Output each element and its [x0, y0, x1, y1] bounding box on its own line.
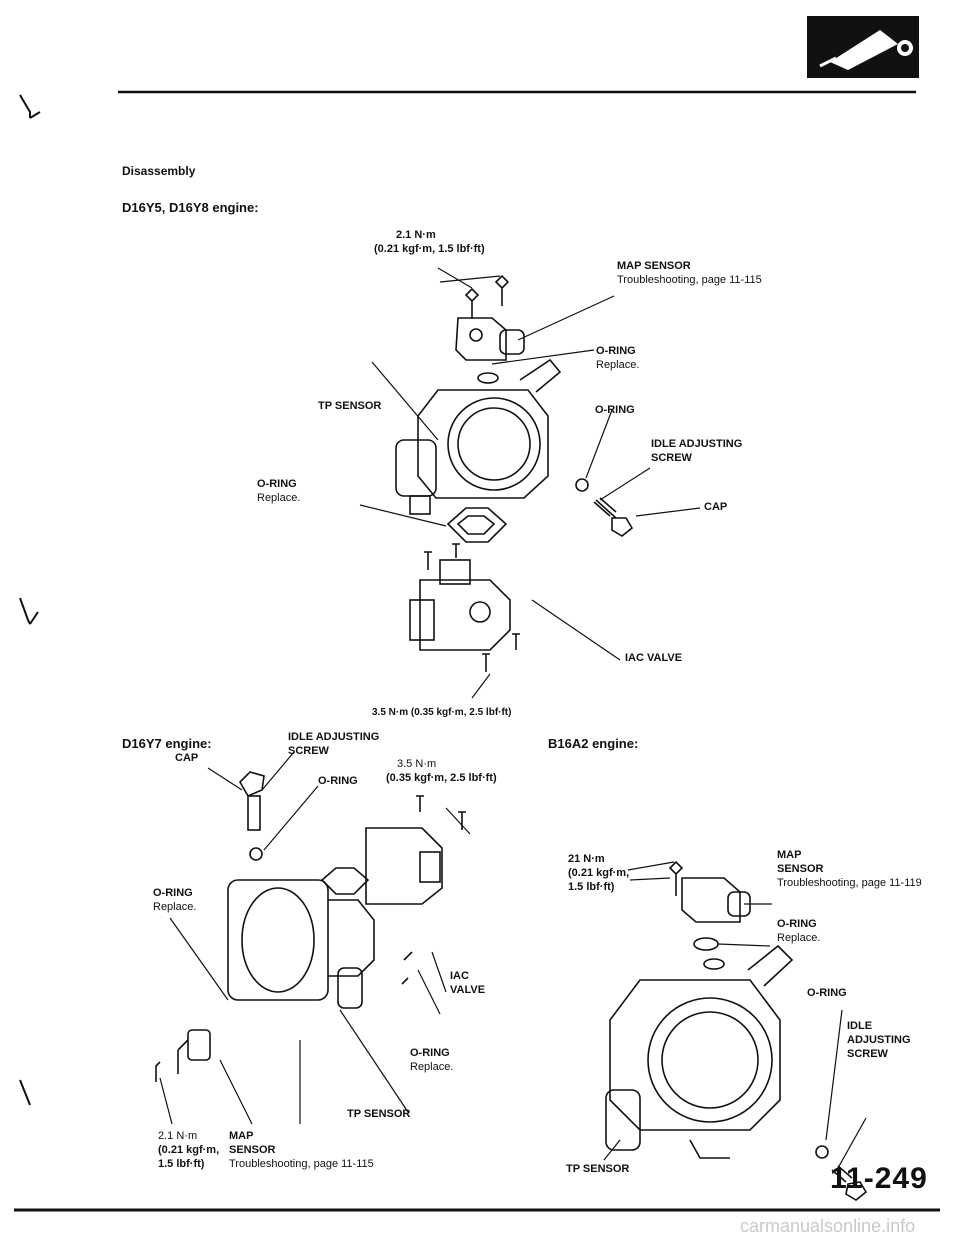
- d16y7-idle-screw-label-2: SCREW: [288, 745, 329, 757]
- d16y7-oring-bottom-note: Replace.: [410, 1061, 454, 1073]
- b16a2-oring-1-label: O-RING: [777, 918, 817, 930]
- d16y5-map-sensor-label: MAP SENSOR: [617, 260, 691, 272]
- margin-mark-top: [19, 94, 41, 119]
- section-title: Disassembly: [122, 164, 196, 178]
- d16y7-torque-2: (0.21 kgf·m,: [158, 1144, 220, 1156]
- d16y5-tp-sensor-label: TP SENSOR: [318, 400, 382, 412]
- d16y5-torque-bottom: 3.5 N·m (0.35 kgf·m, 2.5 lbf·ft): [372, 707, 512, 718]
- margin-mark-mid: [19, 597, 39, 625]
- d16y7-assembly: [155, 771, 466, 1082]
- margin-mark-bottom: [19, 1079, 31, 1106]
- d16y7-idle-screw-label-1: IDLE ADJUSTING: [288, 731, 380, 743]
- b16a2-heading: B16A2 engine:: [548, 736, 639, 751]
- d16y7-oring-bottom-label: O-RING: [410, 1047, 450, 1059]
- d16y7-torque-3: 1.5 lbf·ft): [158, 1158, 205, 1170]
- d16y7-oring-top-label: O-RING: [318, 775, 358, 787]
- b16a2-idle-label-2: ADJUSTING: [847, 1034, 911, 1046]
- d16y5-map-sensor-ref: Troubleshooting, page 11-115: [617, 274, 762, 286]
- d16y7-oring-left-label: O-RING: [153, 887, 193, 899]
- b16a2-idle-label-3: SCREW: [847, 1048, 888, 1060]
- b16a2-idle-label-1: IDLE: [847, 1020, 873, 1032]
- b16a2-assembly: [605, 860, 868, 1201]
- b16a2-map-label-2: SENSOR: [777, 863, 824, 875]
- b16a2-torque-1: 21 N·m: [568, 853, 605, 865]
- b16a2-tp-sensor-label: TP SENSOR: [566, 1163, 630, 1175]
- d16y5-idle-screw-label-1: IDLE ADJUSTING: [651, 438, 743, 450]
- page-number: 11-249: [830, 1162, 928, 1195]
- d16y5-oring-3-label: O-RING: [257, 478, 297, 490]
- d16y7-iac-label-1: IAC: [450, 970, 469, 982]
- b16a2-torque-2: (0.21 kgf·m,: [568, 867, 630, 879]
- d16y5-assembly: [395, 274, 634, 672]
- d16y5-oring-1-note: Replace.: [596, 359, 640, 371]
- b16a2-oring-2-label: O-RING: [807, 987, 847, 999]
- d16y7-leaders: [159, 751, 471, 1125]
- d16y5-oring-2-label: O-RING: [595, 404, 635, 416]
- d16y7-heading: D16Y7 engine:: [122, 736, 212, 751]
- d16y7-map-label-2: SENSOR: [229, 1144, 276, 1156]
- d16y7-oring-left-note: Replace.: [153, 901, 197, 913]
- d16y5-cap-label: CAP: [704, 501, 728, 513]
- d16y5-oring-1-label: O-RING: [596, 345, 636, 357]
- b16a2-torque-3: 1.5 lbf·ft): [568, 881, 615, 893]
- b16a2-map-label-1: MAP: [777, 849, 802, 861]
- d16y7-cap-label: CAP: [175, 752, 199, 764]
- watermark: carmanualsonline.info: [740, 1216, 916, 1236]
- throttle-body-icon: [807, 16, 919, 78]
- d16y7-map-ref: Troubleshooting, page 11-115: [229, 1158, 374, 1170]
- d16y5-heading: D16Y5, D16Y8 engine:: [122, 200, 259, 215]
- d16y5-oring-3-note: Replace.: [257, 492, 301, 504]
- d16y7-torque-iac-1: 3.5 N·m: [397, 758, 437, 770]
- b16a2-leaders: [603, 861, 867, 1169]
- b16a2-oring-1-note: Replace.: [777, 932, 821, 944]
- d16y7-iac-label-2: VALVE: [450, 984, 486, 996]
- d16y7-torque-1: 2.1 N·m: [158, 1130, 198, 1142]
- d16y5-iac-valve-label: IAC VALVE: [625, 652, 683, 664]
- d16y7-map-label-1: MAP: [229, 1130, 254, 1142]
- b16a2-map-ref: Troubleshooting, page 11-119: [777, 877, 922, 889]
- d16y5-torque-top-1: 2.1 N·m: [396, 229, 436, 241]
- d16y7-tp-sensor-label: TP SENSOR: [347, 1108, 411, 1120]
- d16y5-idle-screw-label-2: SCREW: [651, 452, 692, 464]
- d16y5-leaders: [359, 267, 701, 699]
- d16y5-torque-top-2: (0.21 kgf·m, 1.5 lbf·ft): [374, 243, 485, 255]
- d16y7-torque-iac-2: (0.35 kgf·m, 2.5 lbf·ft): [386, 772, 497, 784]
